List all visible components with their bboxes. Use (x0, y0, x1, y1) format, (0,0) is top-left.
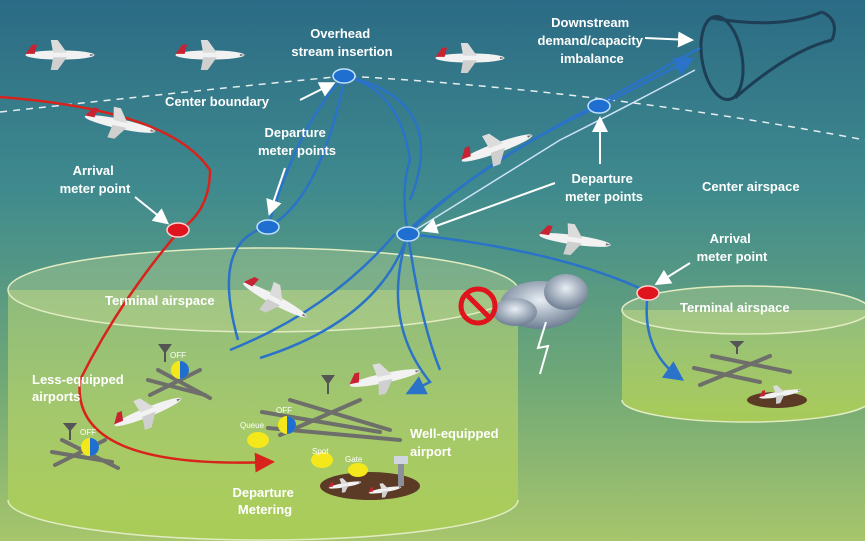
overhead-stream-meter-point (332, 68, 356, 84)
off-indicator-3 (278, 416, 296, 434)
terminal-airspace-label-right: Terminal airspace (680, 300, 790, 315)
gate-marker (348, 463, 368, 477)
queue-marker (247, 432, 269, 448)
downstream-label: Downstream demand/capacity imbalance (537, 15, 646, 66)
off-label-3: OFF (276, 406, 292, 415)
spot-marker (311, 452, 333, 468)
terminal-airspace-label-left: Terminal airspace (105, 293, 215, 308)
departure-meter-points-label-right: Departure meter points (565, 171, 643, 204)
arrival-meter-point-left (166, 222, 190, 238)
departure-routes (227, 46, 701, 395)
spot-label: Spot (312, 447, 329, 456)
control-tower-icon (394, 456, 408, 486)
center-boundary-label: Center boundary (165, 94, 270, 109)
well-equipped-airport-label: Well-equipped airport (410, 426, 502, 459)
off-indicator-2 (81, 438, 99, 456)
gate-label: Gate (345, 455, 363, 464)
departure-metering-label: Departure Metering (232, 485, 297, 517)
departure-meter-point-left (256, 219, 280, 235)
lightning-icon (536, 321, 550, 375)
center-airspace-label: Center airspace (702, 179, 800, 194)
storm-cloud-icon (493, 274, 588, 329)
label-pointers (134, 31, 694, 286)
airport-terminal-pad (320, 472, 420, 500)
center-boundary-line (0, 75, 865, 141)
off-label-2: OFF (80, 428, 96, 437)
funnel-icon (699, 10, 836, 102)
off-indicator-1 (171, 361, 189, 379)
arrival-meter-point-label-right: Arrival meter point (697, 231, 768, 264)
overhead-label: Overhead stream insertion (291, 26, 392, 59)
less-equipped-airports-label: Less-equipped airports (32, 372, 127, 404)
no-entry-icon (458, 286, 498, 326)
departure-meter-points-label-left: Departure meter points (258, 125, 336, 158)
antenna-icon (62, 341, 745, 440)
queue-label: Queue (240, 421, 265, 430)
arrival-meter-point-label-left: Arrival meter point (60, 163, 131, 196)
arrival-meter-point-right (636, 285, 660, 301)
departure-meter-point-upper (587, 98, 611, 114)
arrival-route (0, 95, 275, 473)
off-label-1: OFF (170, 351, 186, 360)
departure-stream (408, 69, 696, 235)
departure-meter-point-center (396, 226, 420, 242)
